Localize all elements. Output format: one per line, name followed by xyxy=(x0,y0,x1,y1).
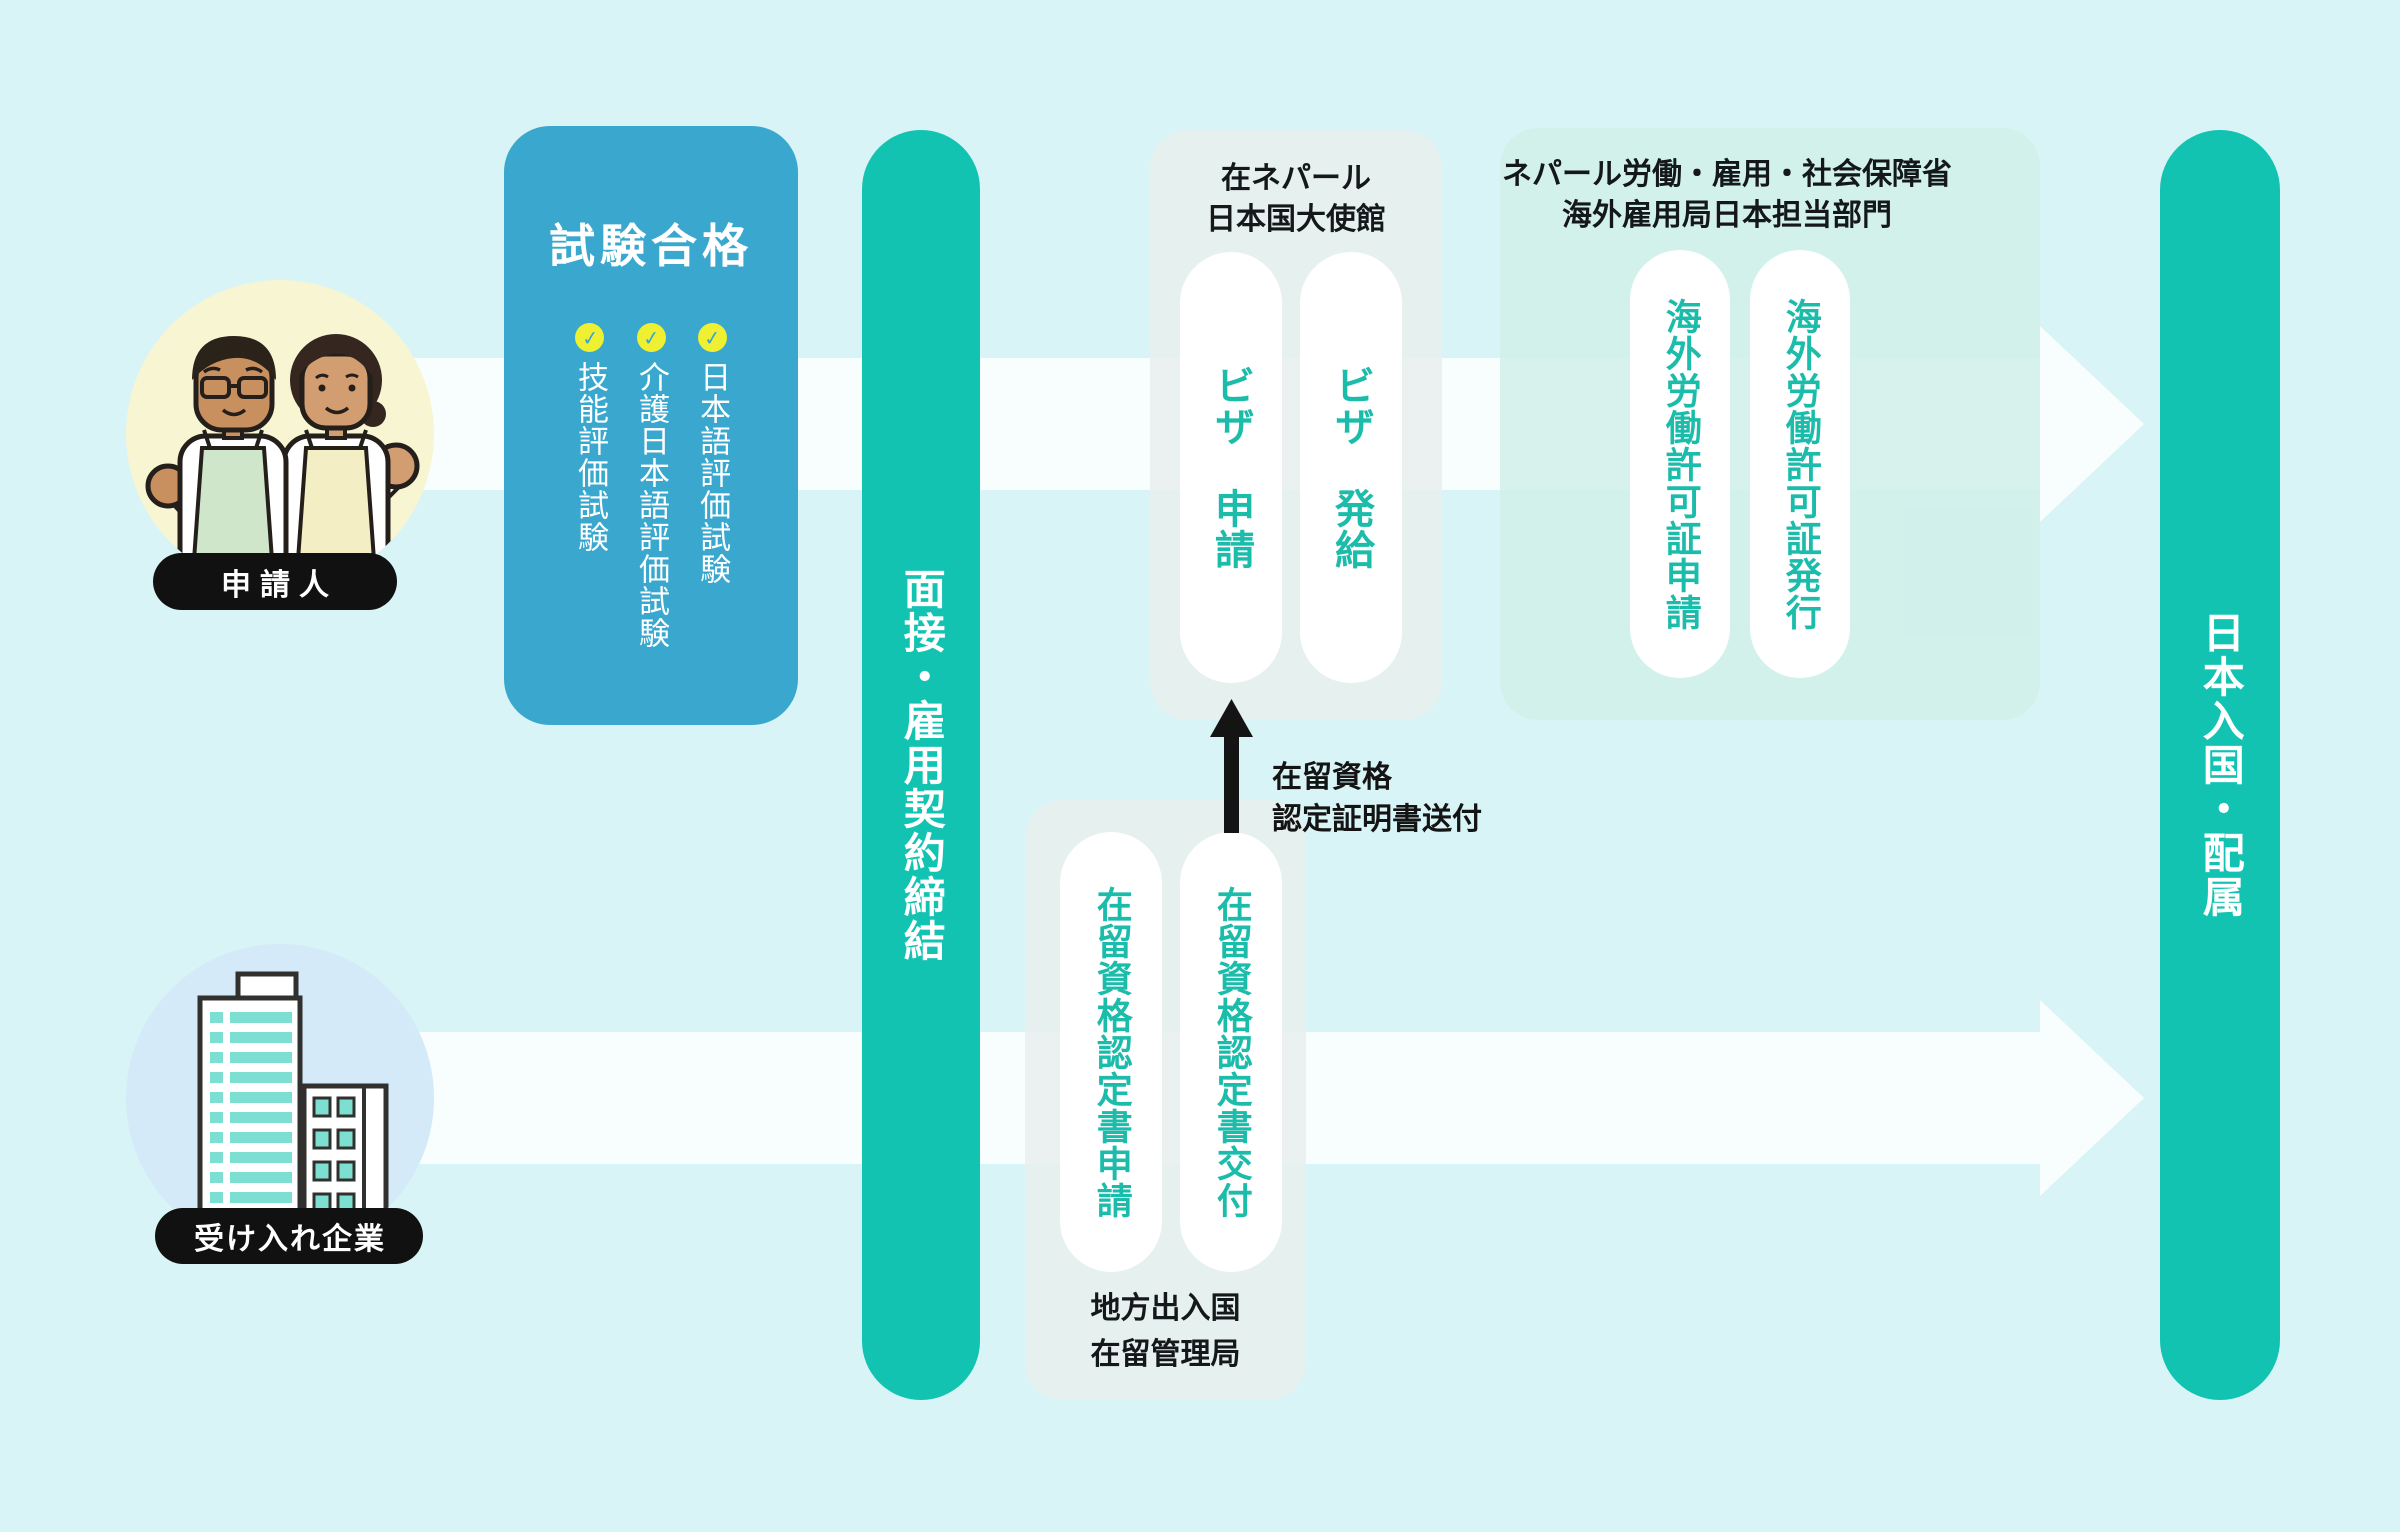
embassy-title: 在ネパール 日本国大使館 xyxy=(1150,130,1442,240)
interview-contract-label: 面接・雇用契約締結 xyxy=(897,567,947,963)
interview-contract-bar: 面接・雇用契約締結 xyxy=(862,130,980,1400)
ministry-title-line1: ネパール労働・雇用・社会保障省 xyxy=(1502,157,1952,192)
flow-arrow-bottom-head xyxy=(2040,1000,2144,1196)
visa-apply-pill: ビザ 申請 xyxy=(1180,252,1282,683)
company-building-icon xyxy=(197,971,389,1233)
coe-send-arrow-shaft xyxy=(1224,736,1239,833)
exam-item-label: 介護日本語評価試験 xyxy=(633,361,670,649)
immigration-title-line1: 地方出入国 xyxy=(1090,1291,1241,1326)
applicant-illustration xyxy=(145,334,420,588)
immigration-card: 在留資格認定書申請 在留資格認定書交付 地方出入国 在留管理局 xyxy=(1025,800,1306,1400)
visa-issue-pill: ビザ 発給 xyxy=(1300,252,1402,683)
applicant-avatar xyxy=(126,280,434,588)
coe-apply-pill: 在留資格認定書申請 xyxy=(1060,832,1162,1272)
work-permit-apply-label: 海外労働許可証申請 xyxy=(1659,297,1701,631)
exam-item-label: 日本語評価試験 xyxy=(694,361,731,585)
check-glyph: ✓ xyxy=(580,324,600,351)
japan-entry-label: 日本入国・配属 xyxy=(2196,611,2246,919)
check-icon: ✓ xyxy=(575,323,605,352)
applicant-label: 申請人 xyxy=(153,553,397,610)
company-label-text: 受け入れ企業 xyxy=(194,1222,386,1257)
embassy-title-line2: 日本国大使館 xyxy=(1206,202,1386,237)
work-permit-issue-label: 海外労働許可証発行 xyxy=(1779,297,1821,631)
ministry-title-line2: 海外雇用局日本担当部門 xyxy=(1562,198,1892,233)
ministry-card: ネパール労働・雇用・社会保障省 海外雇用局日本担当部門 海外労働許可証申請 海外… xyxy=(1500,128,2040,720)
coe-apply-label: 在留資格認定書申請 xyxy=(1090,885,1132,1219)
exam-item-care-japanese: ✓ 介護日本語評価試験 xyxy=(633,323,670,649)
coe-send-label-line2: 認定証明書送付 xyxy=(1272,802,1482,837)
ministry-title: ネパール労働・雇用・社会保障省 海外雇用局日本担当部門 xyxy=(1500,128,2040,236)
coe-issue-label: 在留資格認定書交付 xyxy=(1210,885,1252,1219)
visa-issue-label: ビザ 発給 xyxy=(1328,365,1374,570)
coe-send-label: 在留資格 認定証明書送付 xyxy=(1272,757,1482,841)
work-permit-issue-pill: 海外労働許可証発行 xyxy=(1750,250,1850,678)
visa-apply-label: ビザ 申請 xyxy=(1208,365,1254,570)
exam-pass-card: 試験合格 ✓ 技能評価試験 ✓ 介護日本語評価試験 ✓ 日本語評価試験 xyxy=(504,126,798,725)
exam-item-skill: ✓ 技能評価試験 xyxy=(571,323,608,649)
coe-send-label-line1: 在留資格 xyxy=(1272,760,1392,795)
check-icon: ✓ xyxy=(636,323,666,352)
immigration-title: 地方出入国 在留管理局 xyxy=(1025,1286,1306,1378)
immigration-title-line2: 在留管理局 xyxy=(1090,1337,1241,1372)
check-glyph: ✓ xyxy=(702,324,722,351)
embassy-title-line1: 在ネパール xyxy=(1221,161,1371,196)
company-label: 受け入れ企業 xyxy=(155,1208,423,1264)
exam-item-label: 技能評価試験 xyxy=(571,361,608,553)
applicant-label-text: 申請人 xyxy=(221,567,338,603)
check-glyph: ✓ xyxy=(641,324,661,351)
exam-item-japanese: ✓ 日本語評価試験 xyxy=(694,323,731,649)
work-permit-apply-pill: 海外労働許可証申請 xyxy=(1630,250,1730,678)
company-avatar xyxy=(126,944,434,1252)
embassy-card: 在ネパール 日本国大使館 ビザ 申請 ビザ 発給 xyxy=(1150,130,1442,720)
check-icon: ✓ xyxy=(697,323,727,352)
exam-pass-title: 試験合格 xyxy=(549,219,753,273)
exam-items: ✓ 技能評価試験 ✓ 介護日本語評価試験 ✓ 日本語評価試験 xyxy=(504,323,798,649)
flow-arrow-top-head xyxy=(2040,326,2144,522)
japan-entry-bar: 日本入国・配属 xyxy=(2160,130,2280,1400)
coe-issue-pill: 在留資格認定書交付 xyxy=(1180,832,1282,1272)
